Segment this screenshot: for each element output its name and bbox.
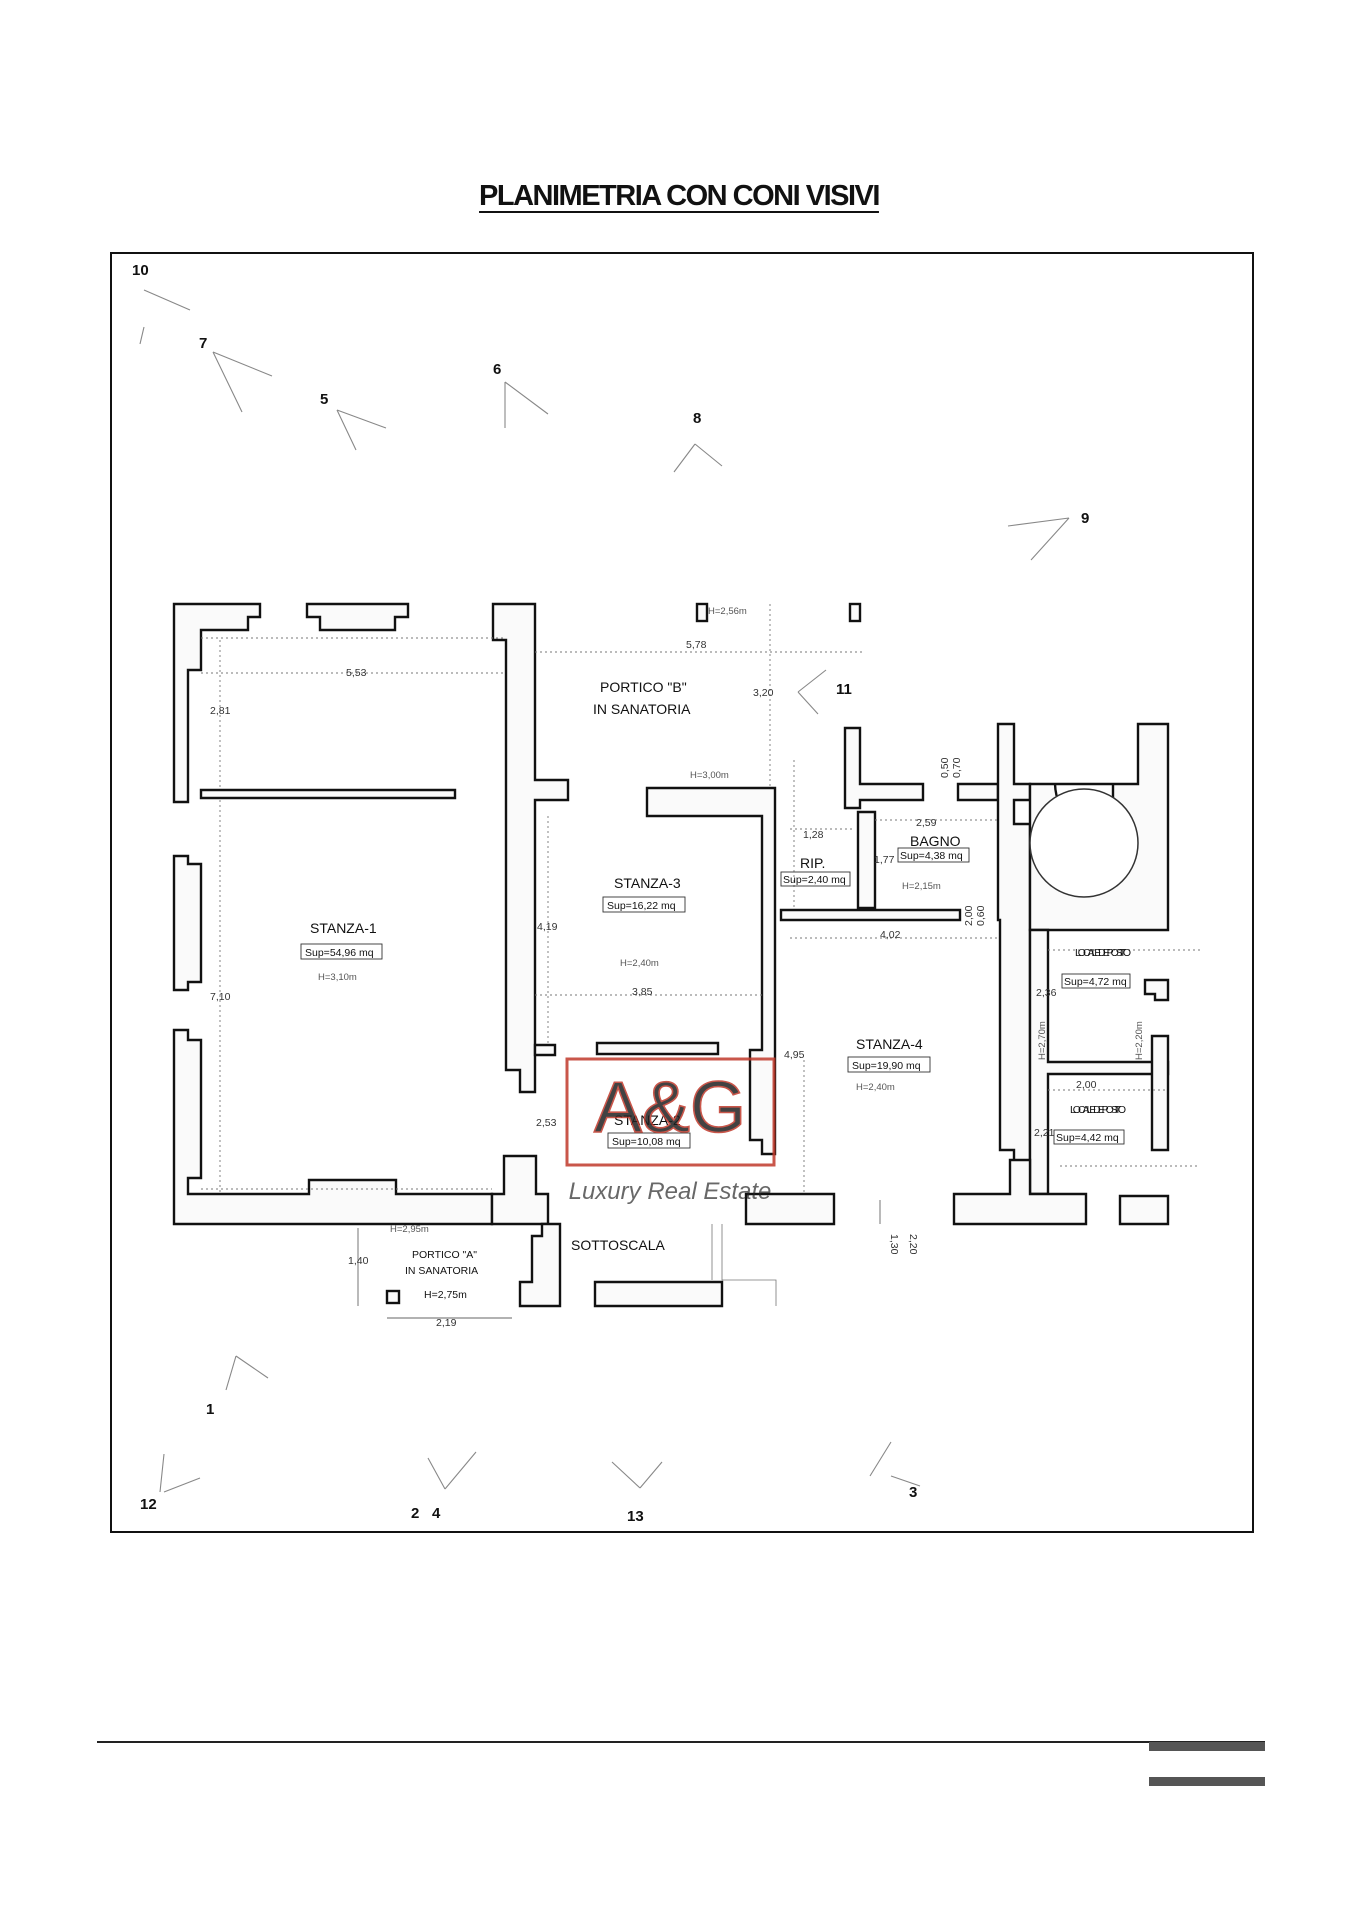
dim-label: 1,77: [874, 854, 895, 866]
view-point-number: 11: [836, 681, 852, 698]
portico-b-line2: IN SANATORIA: [593, 701, 691, 717]
dim-label: 0,70: [951, 757, 963, 778]
room-area: Sup=4,42 mq: [1056, 1132, 1119, 1144]
dim-label: 3,85: [632, 986, 653, 998]
dim-label: 1,40: [348, 1255, 369, 1267]
portico-a-line1: PORTICO "A": [412, 1249, 477, 1261]
dim-label: 0,60: [975, 905, 987, 926]
watermark: A&G Luxury Real Estate: [565, 1057, 776, 1205]
watermark-tagline: Luxury Real Estate: [569, 1178, 772, 1205]
portico-b-height: H=2,56m: [708, 606, 747, 617]
view-point-number: 13: [627, 1508, 644, 1525]
room-labels: STANZA-1 Sup=54,96 mq H=3,10m STANZA-3 S…: [300, 606, 1131, 1301]
dim-label: 2,19: [436, 1317, 457, 1329]
portico-b-inner-height: H=3,00m: [690, 770, 729, 781]
room-name: STANZA-4: [856, 1036, 923, 1052]
room-height: H=2,40m: [856, 1082, 895, 1093]
watermark-logo-frame: [565, 1057, 776, 1167]
footer-bar: [1149, 1742, 1265, 1751]
view-point-number: 3: [909, 1484, 917, 1501]
room-area: Sup=16,22 mq: [607, 900, 676, 912]
room-area: Sup=19,90 mq: [852, 1060, 921, 1072]
room-height: H=3,10m: [318, 972, 357, 983]
dim-label: 2,53: [536, 1117, 557, 1129]
room-area: Sup=54,96 mq: [305, 947, 374, 959]
room-area: Sup=2,40 mq: [783, 874, 846, 886]
dim-label: 5,53: [346, 667, 367, 679]
dim-label: 4,02: [880, 929, 901, 941]
dim-label: 7,10: [210, 991, 231, 1003]
portico-a-height: H=2,75m: [424, 1289, 467, 1301]
dim-label: H=2,70m: [1037, 1021, 1048, 1060]
footer-bar: [1149, 1777, 1265, 1786]
room-area: Sup=4,72 mq: [1064, 976, 1127, 988]
footer-rule: [97, 1741, 1265, 1743]
portico-b-line1: PORTICO "B": [600, 679, 687, 695]
view-point-labels: 10 7 5 6 8 9 11 1 12 2 4 13 3: [132, 262, 1089, 1525]
walls: [172, 602, 1170, 1308]
dim-label: 2,81: [210, 705, 231, 717]
view-point-number: 10: [132, 262, 149, 279]
dim-label: 2,00: [1076, 1079, 1097, 1091]
room-area: Sup=10,08 mq: [612, 1136, 681, 1148]
view-point-number: 6: [493, 361, 501, 378]
room-name: STANZA-2: [614, 1112, 681, 1128]
dim-label: 0,50: [939, 757, 951, 778]
view-point-number: 8: [693, 410, 701, 427]
room-name: STANZA-3: [614, 875, 681, 891]
dim-label: 2,36: [1036, 987, 1057, 999]
room-name: BAGNO: [910, 833, 961, 849]
watermark-logo: A&G: [594, 1068, 746, 1148]
plan-frame: [110, 252, 1254, 1533]
dim-label: 2,20: [907, 1234, 919, 1255]
dim-label: 5,78: [686, 639, 707, 651]
dimension-labels: 5,53 2,81 7,10 5,78 3,20 4,19 3,85 2,53 …: [210, 639, 1145, 1329]
room-name: RIP.: [800, 855, 825, 871]
room-name: LOCALE DEPOSITO: [1070, 1104, 1126, 1116]
room-height: H=2,15m: [902, 881, 941, 892]
view-point-number: 4: [432, 1505, 441, 1522]
dimension-lines: [201, 604, 1200, 1319]
dim-label: 2,21: [1034, 1127, 1055, 1139]
portico-a-inner-height: H=2,95m: [390, 1224, 429, 1235]
dim-label: H=2,20m: [1134, 1021, 1145, 1060]
view-point-number: 2: [411, 1505, 419, 1522]
view-point-number: 5: [320, 391, 328, 408]
room-name: STANZA-1: [310, 920, 377, 936]
view-cones: [139, 289, 1070, 1493]
dim-label: 3,20: [753, 687, 774, 699]
dim-label: 1,30: [888, 1234, 900, 1255]
portico-a-line2: IN SANATORIA: [405, 1265, 478, 1277]
room-area: Sup=4,38 mq: [900, 850, 963, 862]
view-point-number: 9: [1081, 510, 1089, 527]
room-name: SOTTOSCALA: [571, 1237, 666, 1253]
dim-label: 1,28: [803, 829, 824, 841]
dim-label: 2,00: [963, 905, 975, 926]
dim-label: 4,19: [537, 921, 558, 933]
view-point-number: 7: [199, 335, 207, 352]
dim-label: 4,95: [784, 1049, 805, 1061]
room-name: LOCALE DEPOSITO: [1075, 947, 1131, 959]
dim-label: 2,59: [916, 817, 937, 829]
room-height: H=2,40m: [620, 958, 659, 969]
view-point-number: 1: [206, 1401, 214, 1418]
view-point-number: 12: [140, 1496, 157, 1513]
page-title: PLANIMETRIA CON CONI VISIVI: [479, 180, 880, 212]
